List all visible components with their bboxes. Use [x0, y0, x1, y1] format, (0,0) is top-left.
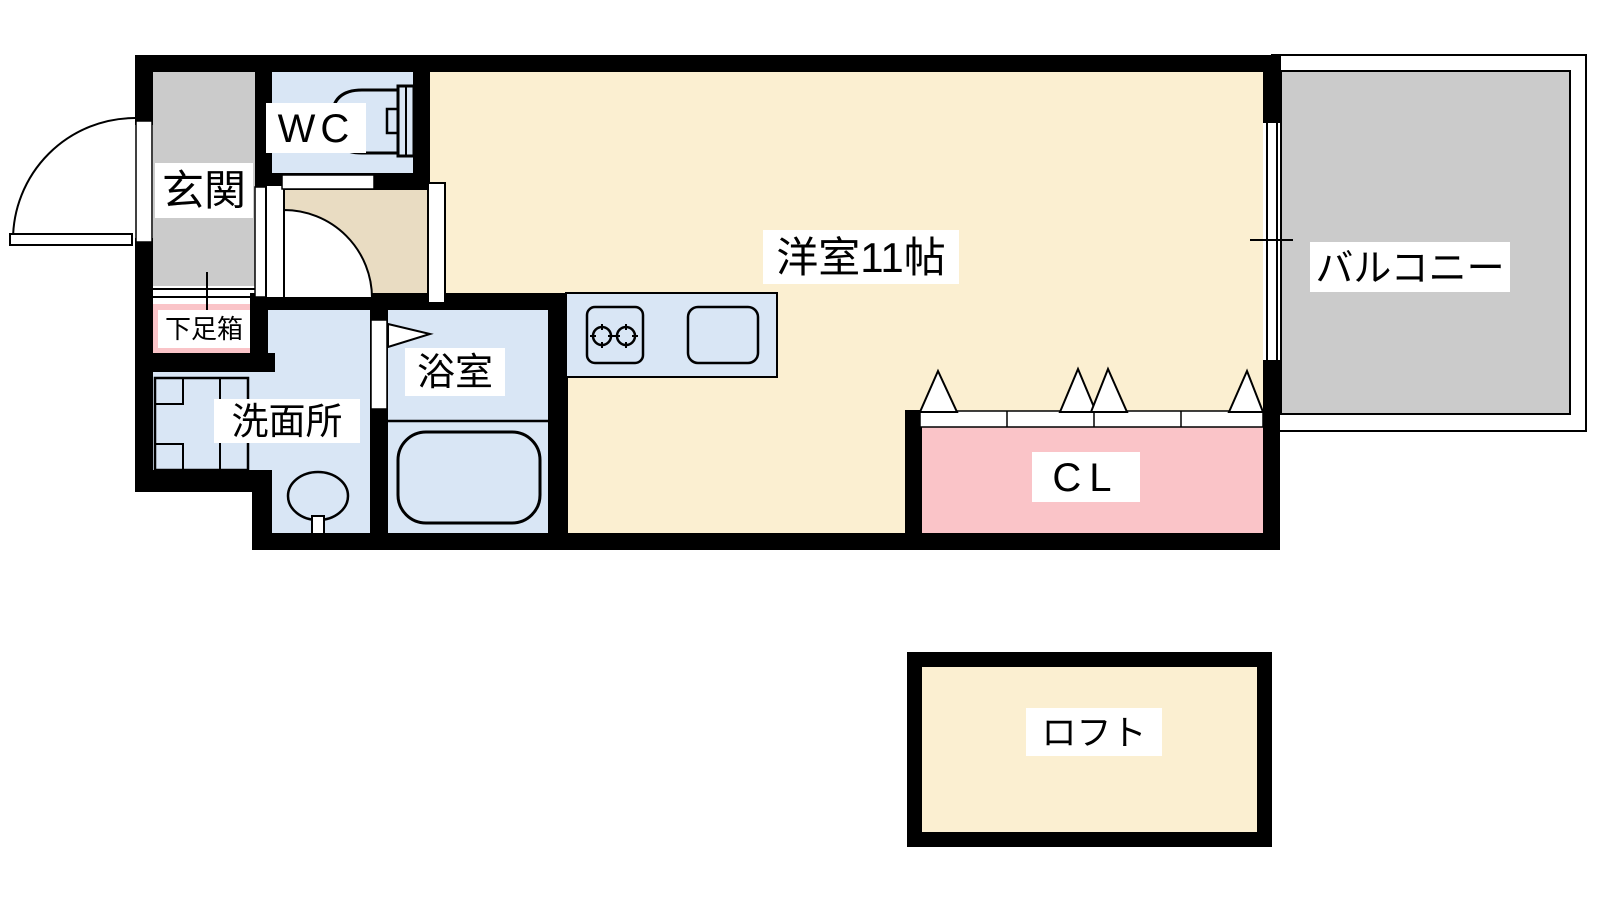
label-bg: [158, 310, 250, 348]
wc-label: WC: [278, 107, 355, 151]
toilet-handle: [385, 107, 400, 135]
kitchen-counter: [565, 292, 778, 378]
closet-bifold-door: [918, 366, 1265, 428]
label-bg: [266, 103, 366, 153]
wall-genkan-wc: [255, 72, 272, 190]
closet-door-fold-marker: [1058, 366, 1098, 413]
wash-basin-icon: [286, 470, 350, 535]
wall-shoebox-bottom: [135, 353, 275, 372]
label-bg: [1032, 452, 1140, 502]
bathroom-label: 浴室: [417, 352, 493, 394]
label-bg: [405, 348, 505, 396]
genkan-label: 玄関: [162, 167, 246, 214]
wall-bottom: [252, 533, 1280, 550]
wall-top: [135, 55, 1281, 72]
label-bg: [763, 230, 959, 284]
bath-door: [370, 319, 388, 410]
washroom-label: 洗面所: [232, 401, 343, 442]
closet-door-fold-marker: [1227, 368, 1265, 413]
bathroom-floor: [385, 305, 551, 533]
hall-door-leaf: [265, 184, 285, 299]
bathtub: [396, 430, 542, 525]
label-bg: [214, 399, 360, 443]
label-bg: [155, 163, 253, 218]
wc-door: [281, 174, 375, 190]
genkan-step: [153, 286, 257, 304]
room-labels: 玄関 WC 洋室11帖 下足箱 洗面所 浴室 CL バルコニー ロフト: [155, 103, 1510, 756]
label-bg: [1026, 708, 1162, 756]
walls: [135, 55, 1281, 550]
wall-step-vertical: [252, 470, 272, 550]
kitchen-sink-icon: [686, 305, 760, 365]
wall-left-upper: [135, 55, 153, 125]
bath-door-flag: [387, 322, 434, 349]
wall-right-below-window: [1263, 360, 1280, 550]
entrance-door-swing-arc: [12, 117, 136, 241]
wall-wc-right: [413, 72, 430, 190]
loft-label: ロフト: [1041, 714, 1146, 753]
closet-door-fold-marker: [918, 368, 959, 413]
closet-label: CL: [1052, 456, 1119, 500]
washer-pan-corner: [154, 443, 184, 471]
shoe-box-label: 下足箱: [165, 314, 243, 344]
wall-bathroom-mainroom: [548, 293, 568, 550]
wall-washroom-bottom: [135, 470, 272, 492]
closet-door-fold-marker: [1089, 366, 1129, 413]
wall-closet-left: [905, 410, 922, 533]
wall-right-above-window: [1263, 55, 1280, 123]
entrance-door-frame: [135, 120, 153, 243]
basin-faucet: [311, 515, 325, 535]
balcony-label: バルコニー: [1315, 248, 1504, 290]
bathtub-icon: [386, 419, 550, 525]
entrance-door-leaf: [9, 233, 133, 246]
label-bg: [1310, 242, 1510, 292]
main-room-label: 洋室11帖: [776, 234, 946, 281]
kitchen-counter-top: [565, 292, 778, 378]
washer-pan-corner: [154, 377, 184, 405]
two-burner-stove-icon: [585, 305, 645, 365]
closet-door-track: [919, 410, 1264, 428]
balcony-window: [1250, 123, 1293, 360]
main-room-door: [427, 182, 446, 304]
hall-door-swing-arc: [283, 208, 374, 299]
wall-shoebox-washroom: [250, 295, 268, 355]
